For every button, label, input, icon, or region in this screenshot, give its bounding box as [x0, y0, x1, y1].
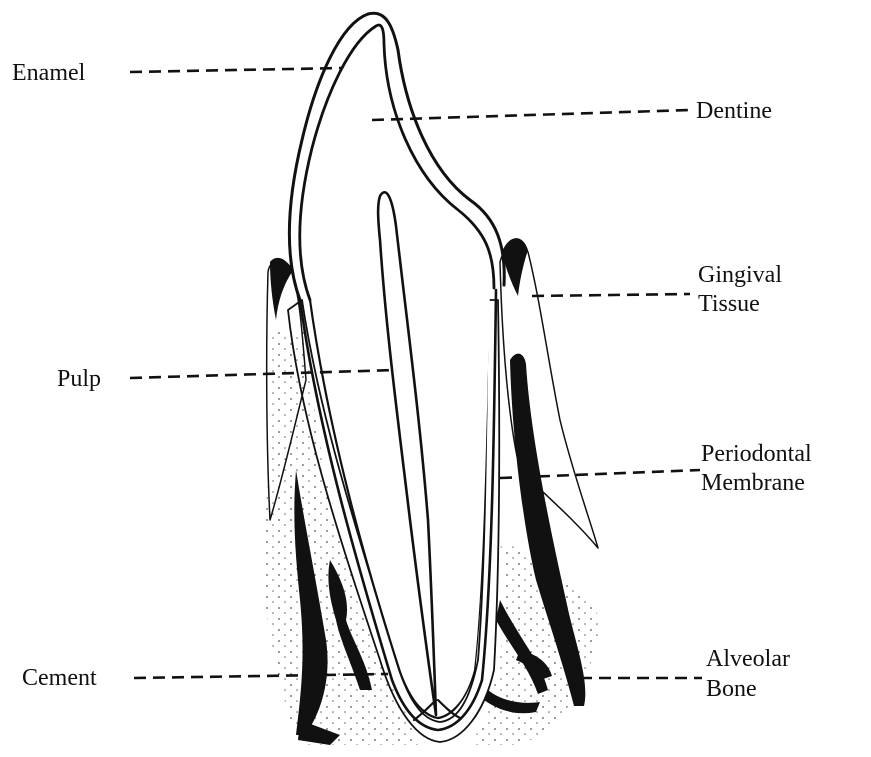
pulp-label: Pulp [57, 366, 101, 392]
dentine-label: Dentine [696, 98, 772, 124]
enamel-leader [130, 68, 342, 72]
dentine-leader [372, 110, 690, 120]
periodontal-label-line2: Membrane [701, 470, 805, 496]
periodontal-label-line1: Periodontal [701, 441, 812, 467]
alveolar-label-line2: Bone [706, 676, 757, 702]
cement-label: Cement [22, 665, 97, 691]
gingival-label-line1: Gingival [698, 262, 782, 288]
right-gum-bone [470, 238, 600, 745]
gingival-leader [532, 294, 690, 296]
gingival-label-line2: Tissue [698, 291, 760, 317]
enamel-label: Enamel [12, 60, 86, 86]
alveolar-label-line1: Alveolar [706, 646, 790, 672]
